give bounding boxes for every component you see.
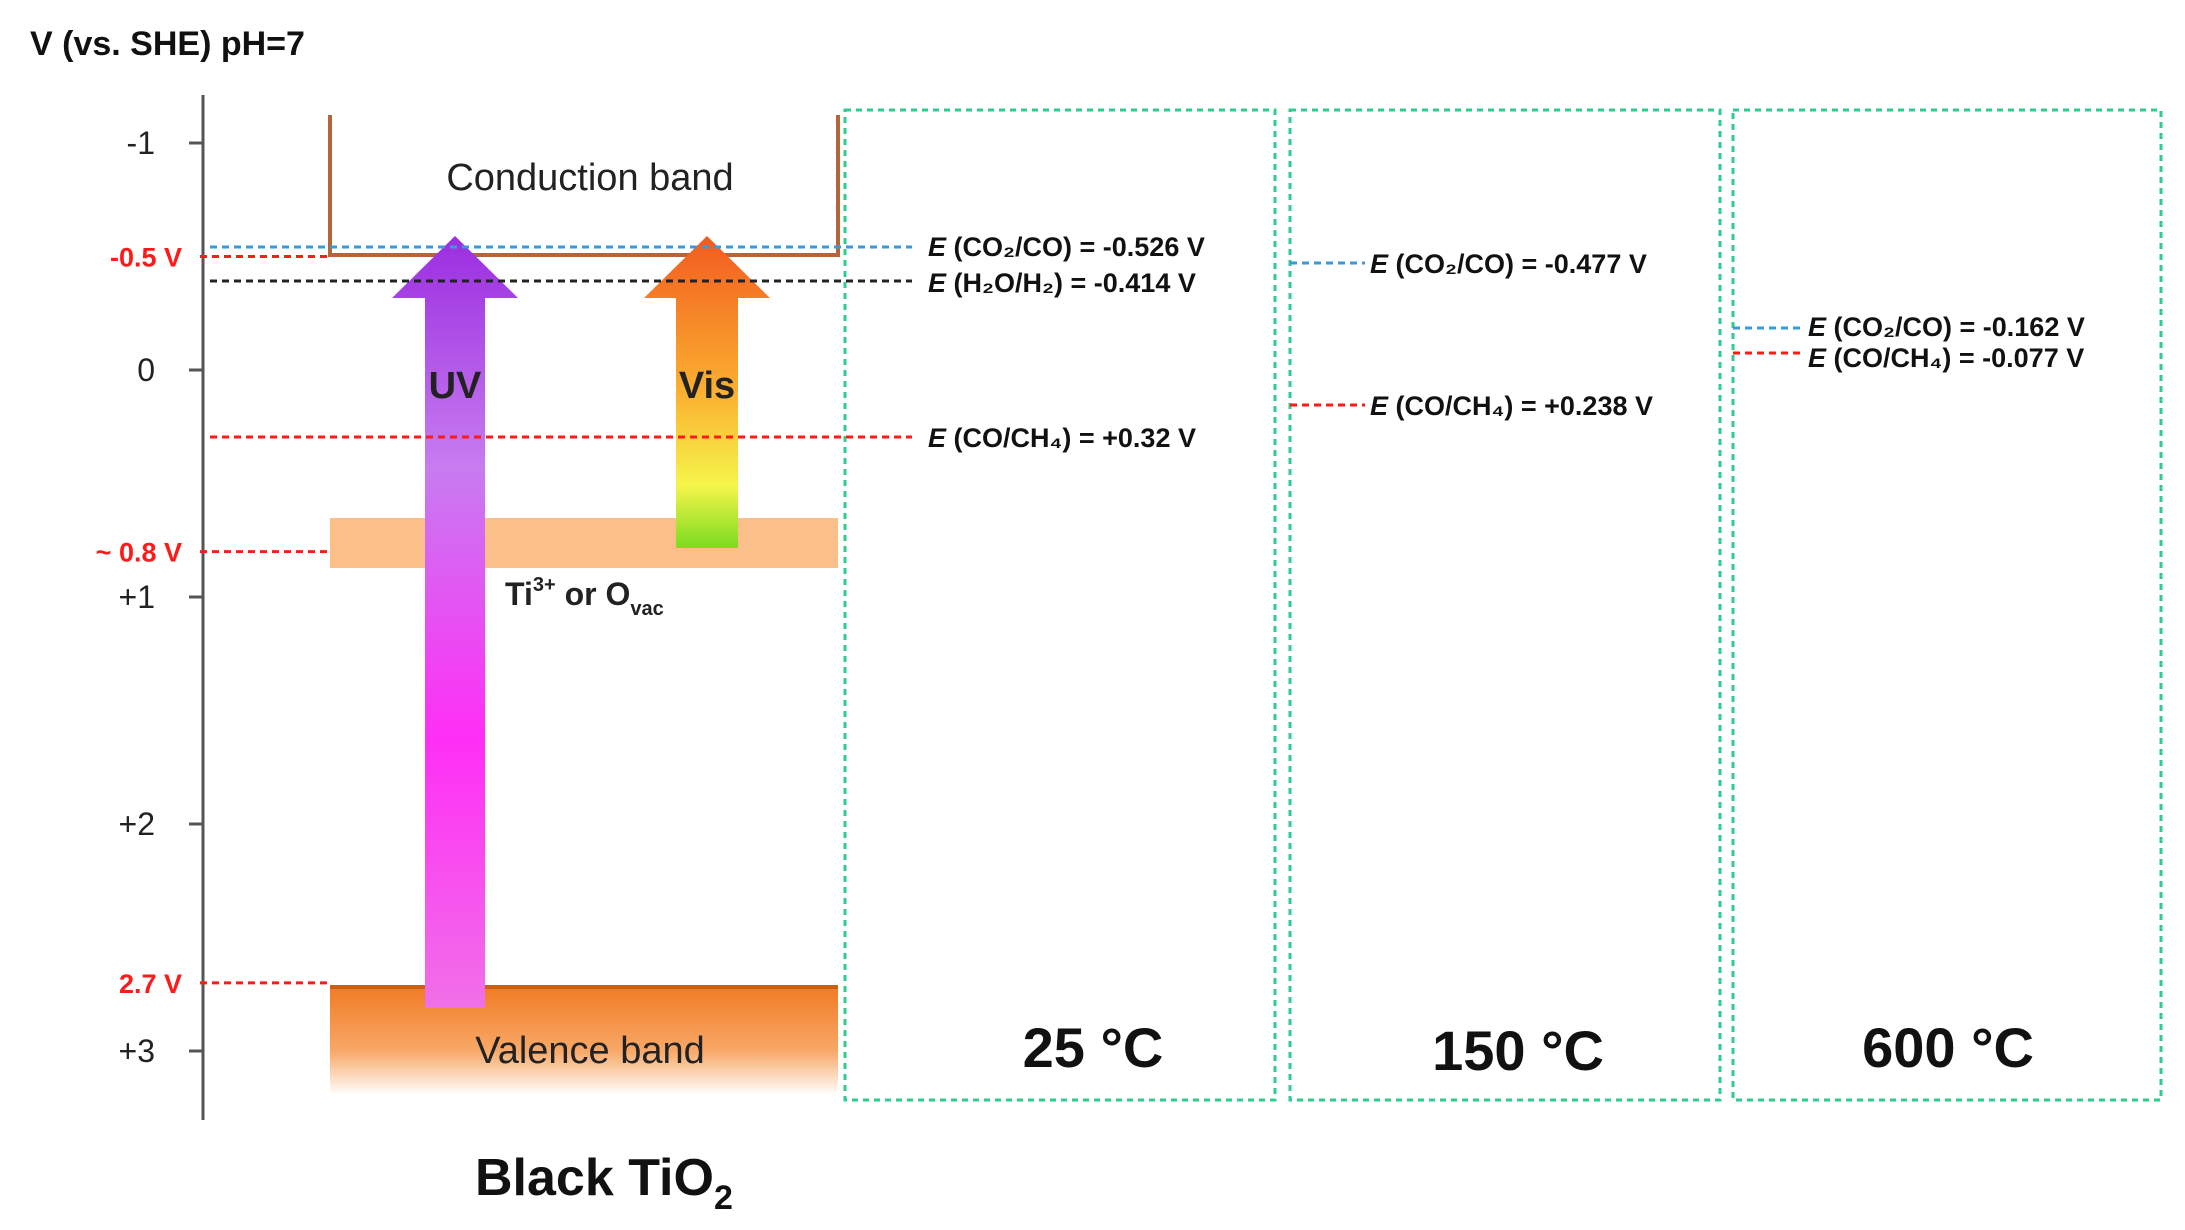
conduction-band-edge [328,115,840,257]
y-tick-label: +3 [119,1033,155,1069]
marker-label: 2.7 V [119,969,182,999]
marker-label: -0.5 V [110,243,182,273]
axis-title: V (vs. SHE) pH=7 [30,25,305,63]
y-tick-label: +1 [119,579,155,615]
panel-25c [843,108,1277,1102]
uv-label: UV [429,365,482,407]
panel-150c [1288,108,1722,1102]
valence-band [330,985,838,1095]
defect-band [330,518,838,568]
panel-temp-150c: 150 °C [1432,1019,1604,1082]
vis-arrow [644,236,770,548]
potential-label-h2o-h2-25c: E (H₂O/H₂) = -0.414 V [928,268,1196,298]
y-tick-label: -1 [127,125,155,161]
y-tick-label: 0 [137,352,155,388]
potential-label-co2-co-600c: E (CO₂/CO) = -0.162 V [1808,312,2085,342]
tick-layer: -1 0 +1 +2 +3 -0.5 V ~ 0.8 V 2.7 V [96,125,330,1069]
y-tick-label: +2 [119,806,155,842]
potential-label-co-ch4-150c: E (CO/CH₄) = +0.238 V [1370,391,1653,421]
defect-band-label: Ti3+ or Ovac [505,574,664,620]
panel-temp-600c: 600 °C [1862,1016,2034,1079]
conduction-band-label: Conduction band [446,157,733,199]
potential-label-co2-co-25c: E (CO₂/CO) = -0.526 V [928,232,1205,262]
potential-label-co-ch4-25c: E (CO/CH₄) = +0.32 V [928,423,1196,453]
marker-label: ~ 0.8 V [96,538,182,568]
potential-label-co2-co-150c: E (CO₂/CO) = -0.477 V [1370,249,1647,279]
panel-600c [1731,108,2163,1102]
uv-arrow [392,236,518,1008]
vis-label: Vis [679,365,735,407]
potential-label-co-ch4-600c: E (CO/CH₄) = -0.077 V [1808,343,2084,373]
panel-temp-25c: 25 °C [1023,1016,1164,1079]
valence-band-label: Valence band [475,1030,705,1072]
material-label: Black TiO2 [475,1149,733,1217]
